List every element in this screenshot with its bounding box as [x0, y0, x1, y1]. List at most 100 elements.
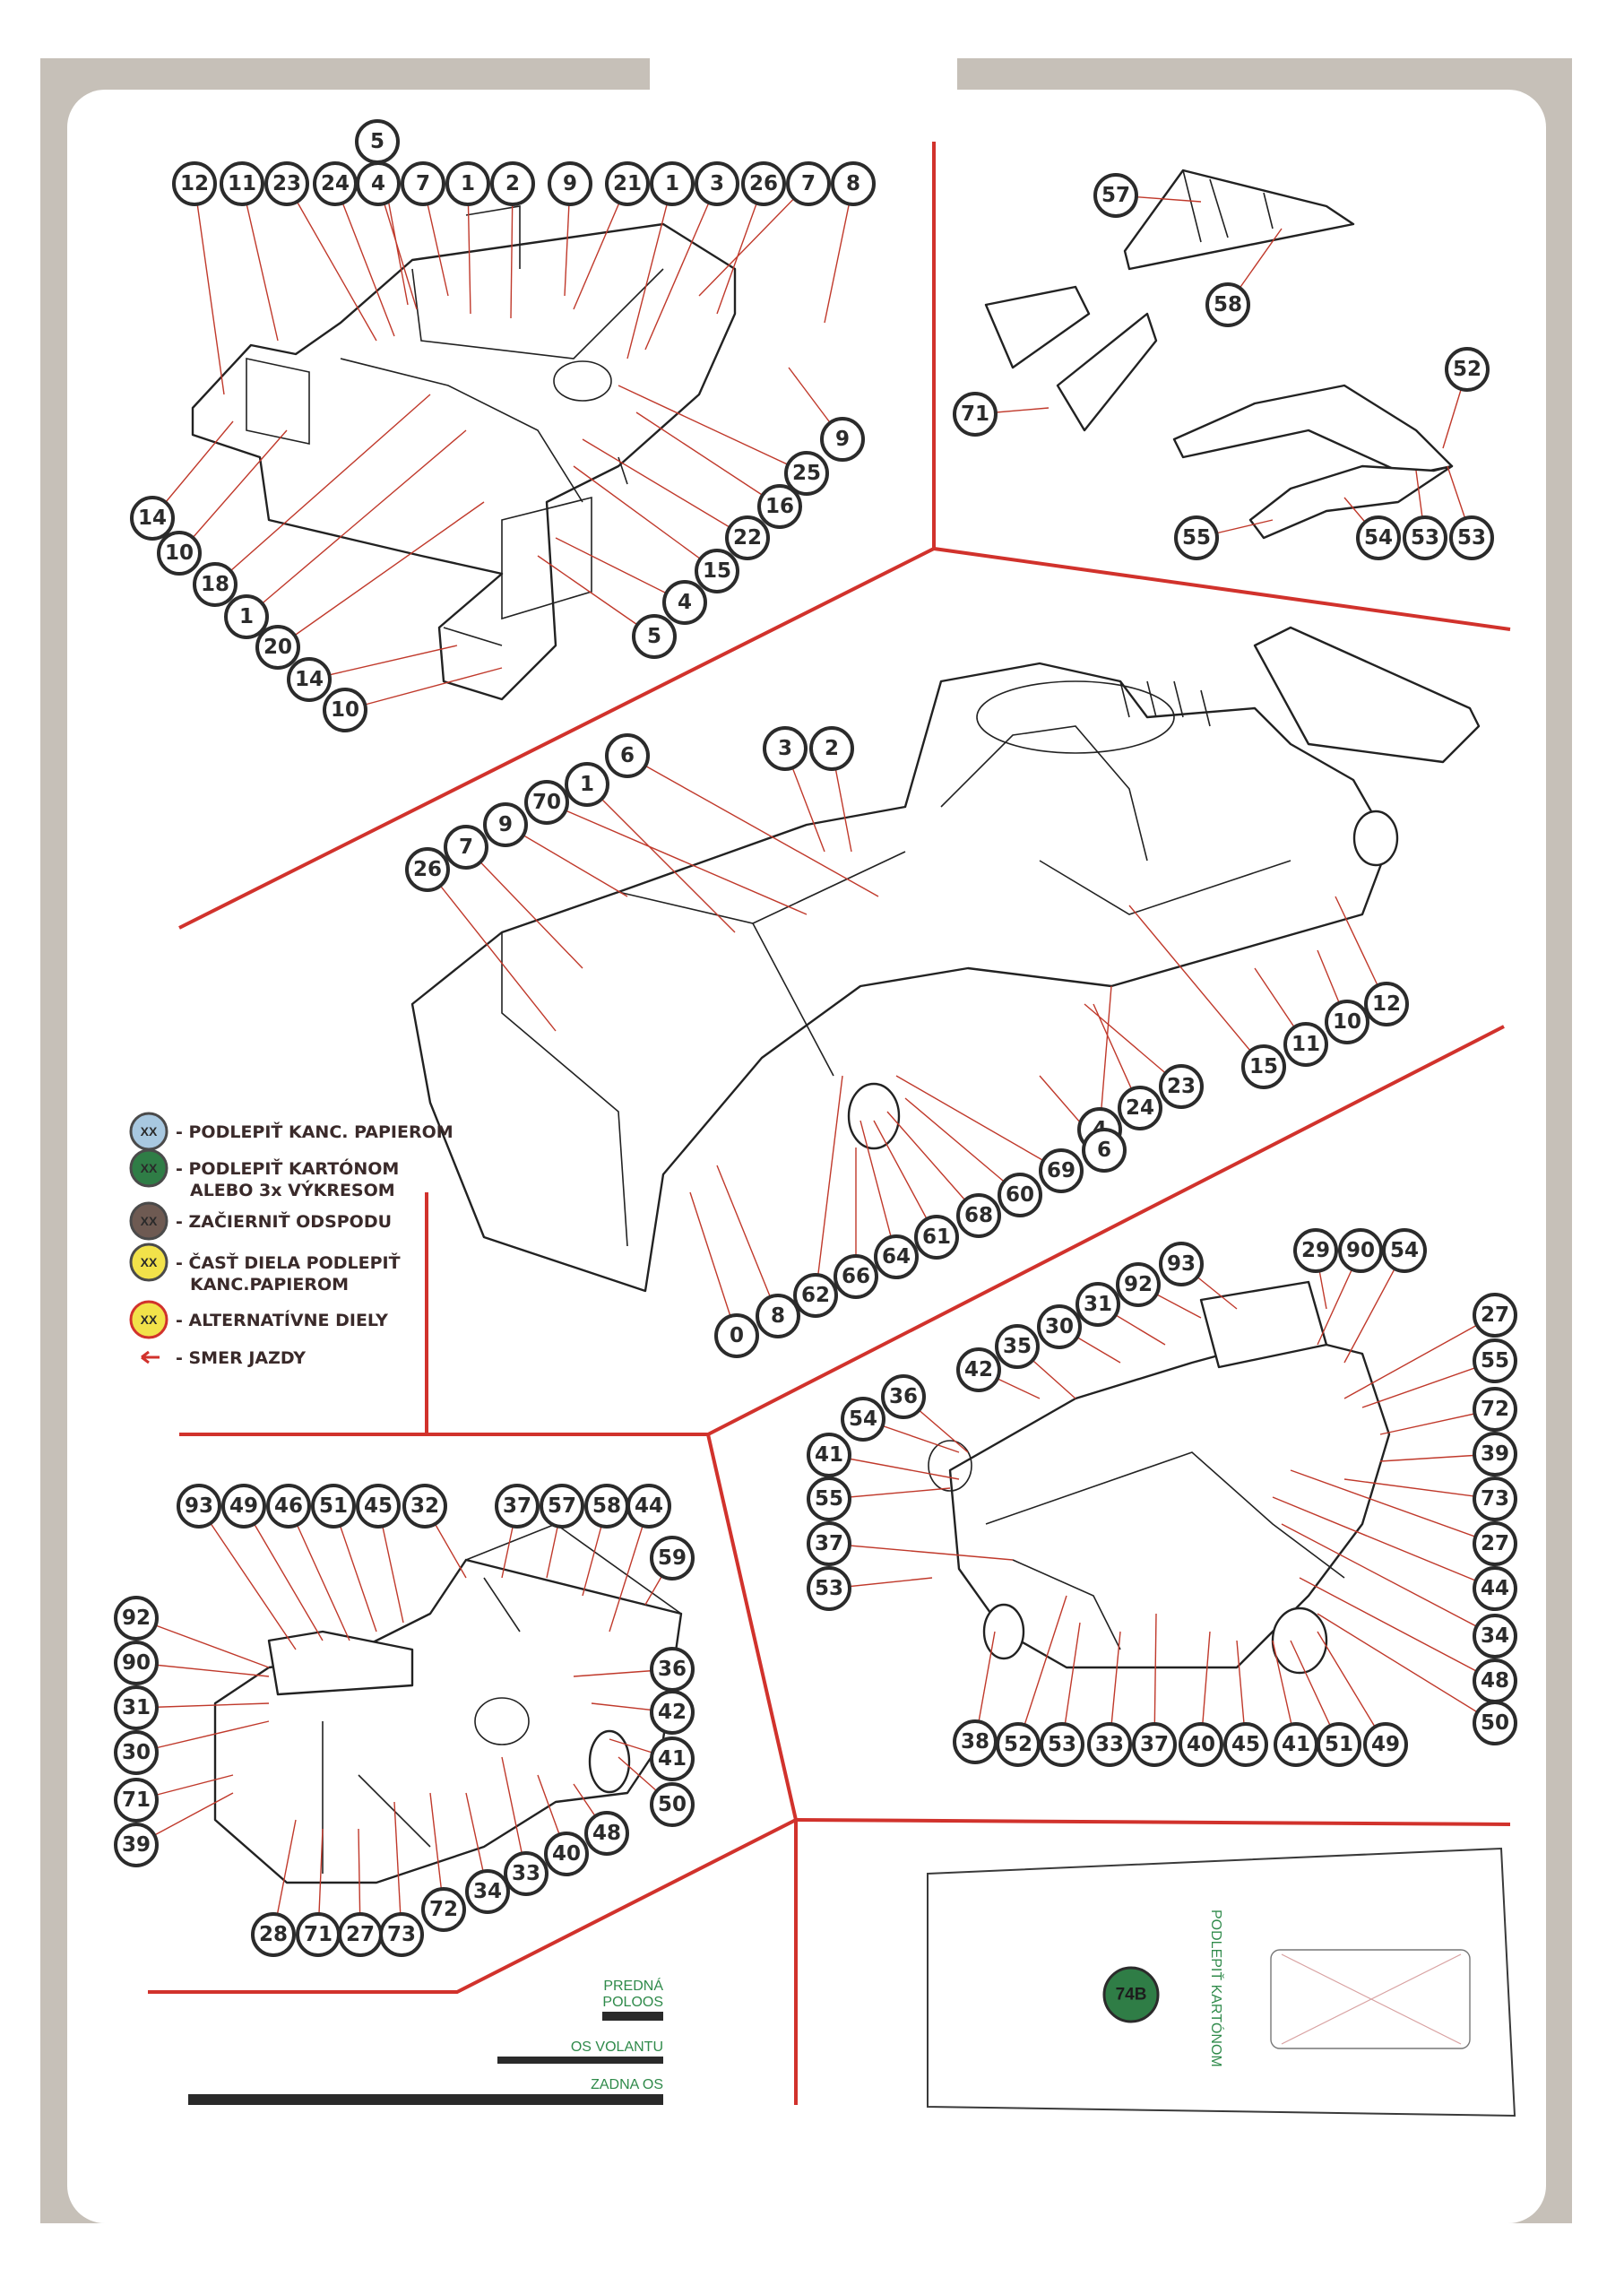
callout-label: 55: [1182, 526, 1211, 550]
callout-label: 5: [370, 130, 384, 153]
callout-label: 11: [228, 172, 256, 195]
callout-mid-3: 3: [763, 726, 808, 771]
callout-leader-mid-22: [815, 1075, 843, 1296]
callout-label: 35: [1003, 1335, 1032, 1358]
callout-br-37: 37: [1132, 1722, 1177, 1767]
callout-tl-21: 21: [605, 161, 650, 206]
callout-br-37: 37: [807, 1521, 851, 1566]
callout-leader-tl-8: [510, 183, 514, 319]
callout-label: 31: [122, 1696, 151, 1719]
callout-mid-1: 1: [565, 762, 609, 807]
legend-item-3: XX- ZAČIERNIŤ ODSPODU: [129, 1201, 392, 1241]
callout-leader-tl-3: [286, 183, 377, 342]
callout-label: 15: [1249, 1055, 1278, 1078]
callout-br-52: 52: [996, 1722, 1041, 1767]
callout-mid-24: 24: [1118, 1086, 1162, 1130]
callout-tr-55: 55: [1174, 515, 1219, 560]
callout-leader-bl-11: [135, 1617, 270, 1668]
callout-bl-73: 73: [379, 1912, 424, 1957]
callout-leader-mid-11: [1128, 905, 1265, 1068]
drawing-rear-suspension-side: [213, 1523, 683, 1884]
callout-tl-24: 24: [313, 161, 358, 206]
callout-tl-2: 2: [490, 161, 535, 206]
callout-leader-bl-14: [135, 1720, 270, 1754]
callout-tl-8: 8: [831, 161, 876, 206]
callout-br-51: 51: [1317, 1722, 1361, 1767]
callout-bl-27: 27: [338, 1912, 383, 1957]
callout-label: 1: [580, 773, 594, 796]
callout-tl-1: 1: [445, 161, 490, 206]
legend-text: ALEBO 3x VÝKRESOM: [190, 1179, 395, 1200]
callout-label: 32: [410, 1494, 439, 1518]
callout-bl-40: 40: [544, 1832, 589, 1876]
callout-leader-tl-21: [555, 537, 686, 603]
callout-label: 45: [364, 1494, 393, 1518]
part-74b: 74B PODLEPIŤ KARTÓNOM: [927, 1847, 1516, 2117]
callout-label: 24: [1126, 1096, 1154, 1120]
callout-label: 57: [548, 1494, 576, 1518]
callout-label: 34: [1481, 1624, 1509, 1648]
callout-leader-br-22: [1281, 1523, 1496, 1637]
callout-label: 28: [259, 1923, 288, 1946]
callout-bl-50: 50: [650, 1782, 695, 1827]
callout-mid-7: 7: [444, 825, 488, 870]
callout-tl-25: 25: [784, 451, 829, 496]
callout-bl-30: 30: [114, 1730, 159, 1775]
callout-label: 36: [889, 1385, 918, 1408]
callout-tl-11: 11: [220, 161, 264, 206]
callout-tl-1: 1: [224, 594, 269, 639]
callout-mid-6: 6: [1082, 1128, 1127, 1173]
callout-br-54: 54: [1382, 1228, 1427, 1273]
callout-label: 5: [647, 625, 661, 648]
legend-text: - ČASŤ DIELA PODLEPIŤ: [176, 1251, 401, 1273]
callout-bl-45: 45: [356, 1484, 401, 1529]
callout-label: 37: [815, 1532, 843, 1555]
callout-bl-46: 46: [266, 1484, 311, 1529]
legend-badge: [129, 1148, 168, 1188]
callout-label: 53: [1411, 526, 1439, 550]
callout-label: 46: [274, 1494, 303, 1518]
callout-bl-93: 93: [177, 1484, 221, 1529]
callout-label: 52: [1453, 358, 1481, 381]
callout-label: 93: [1167, 1252, 1196, 1276]
legend-badge-label: XX: [141, 1214, 158, 1228]
callout-label: 26: [749, 172, 778, 195]
callout-br-36: 36: [881, 1374, 926, 1419]
section-separators: [148, 142, 1511, 2105]
callout-br-72: 72: [1473, 1387, 1517, 1432]
callout-bl-39: 39: [114, 1823, 159, 1867]
callout-label: 14: [295, 668, 324, 691]
callout-label: 4: [371, 172, 385, 195]
callout-leader-tl-1: [194, 183, 225, 395]
callout-br-27: 27: [1473, 1521, 1517, 1566]
legend-direction-text: - SMER JAZDY: [176, 1348, 306, 1368]
callout-label: 48: [1481, 1669, 1509, 1693]
callout-label: 4: [678, 591, 692, 614]
callout-label: 6: [620, 744, 635, 767]
callout-label: 40: [552, 1842, 581, 1866]
callout-tl-5: 5: [632, 614, 677, 659]
callout-leader-mid-17: [904, 1097, 1021, 1196]
callout-tl-16: 16: [757, 484, 802, 529]
axle-steering-label: OS VOLANTU: [571, 2040, 663, 2055]
callout-tl-14: 14: [130, 496, 175, 541]
callout-label: 27: [1481, 1303, 1509, 1327]
legend-badge: [129, 1300, 168, 1339]
legend-badge-label: XX: [141, 1255, 158, 1269]
callout-label: 51: [1325, 1733, 1353, 1756]
callout-label: 39: [122, 1833, 151, 1857]
legend-text: - ALTERNATÍVNE DIELY: [176, 1310, 388, 1330]
legend-item-1: XX- PODLEPIŤ KANC. PAPIEROM: [129, 1112, 454, 1151]
callout-label: 61: [922, 1225, 951, 1249]
callout-label: 66: [842, 1265, 870, 1288]
callout-leader-tl-22: [537, 555, 655, 637]
legend-item-5: XX- ALTERNATÍVNE DIELY: [129, 1300, 388, 1339]
callout-label: 59: [658, 1546, 687, 1570]
callout-leader-mid-16: [895, 1075, 1062, 1172]
callout-leader-tl-18: [635, 411, 781, 507]
callout-br-93: 93: [1159, 1242, 1204, 1286]
callout-mid-10: 10: [1325, 1000, 1369, 1044]
callout-label: 73: [387, 1923, 416, 1946]
